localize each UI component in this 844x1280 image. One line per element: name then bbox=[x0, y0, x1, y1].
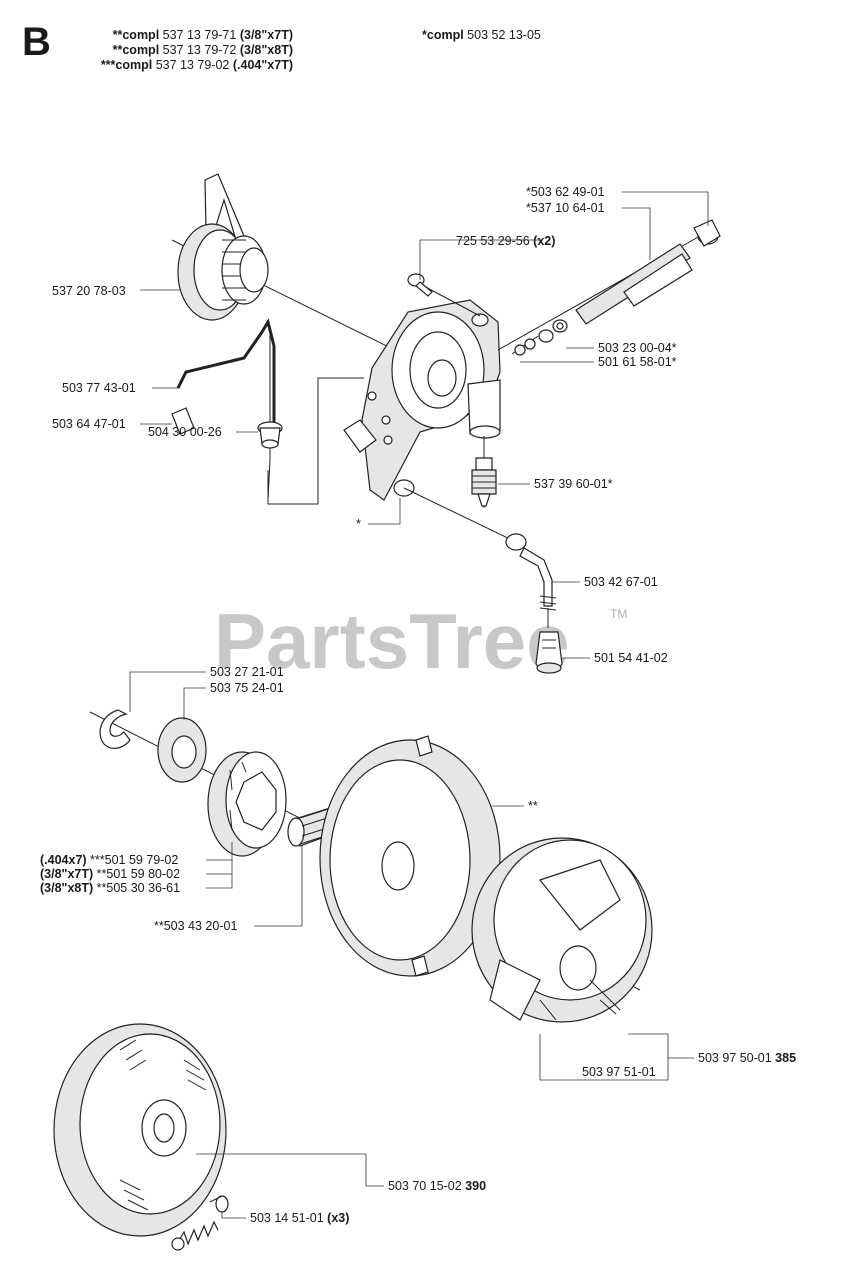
worm-gear-part bbox=[177, 173, 269, 321]
section-letter: B bbox=[22, 20, 51, 64]
callout-c24: 503 14 51-01 (x3) bbox=[250, 1211, 349, 1225]
callout-c21: 503 97 50-01 385 bbox=[698, 1051, 796, 1065]
oil-pump-body-part bbox=[343, 299, 501, 501]
watermark-tm: TM bbox=[610, 607, 627, 621]
header-line-1-number: 537 13 79-71 bbox=[162, 28, 237, 42]
clip-part bbox=[171, 407, 195, 435]
callout-c8: 503 64 47-01 bbox=[52, 417, 126, 431]
pump-shaft-part bbox=[497, 219, 721, 356]
callout-c17: (.404x7) ***501 59 79-02 bbox=[40, 853, 178, 867]
callout-c11: * bbox=[356, 517, 361, 531]
callout-c12: 503 42 67-01 bbox=[584, 575, 658, 589]
clutch-drum-part bbox=[319, 735, 501, 977]
header-compl-right: *compl 503 52 13-05 bbox=[422, 28, 541, 43]
callout-c10: 537 39 60-01* bbox=[534, 477, 613, 491]
header-compl-lines: **compl 537 13 79-71 (3/8"x7T) **compl 5… bbox=[63, 28, 293, 73]
header-line-3-number: 537 13 79-02 bbox=[155, 58, 230, 72]
watermark-text: PartsTree bbox=[214, 597, 570, 685]
clutch-part bbox=[471, 837, 653, 1023]
adjust-screw-part bbox=[471, 436, 497, 508]
header-line-1-variant: (3/8"x7T) bbox=[239, 28, 293, 42]
clutch-assembly-390-part bbox=[53, 1023, 227, 1237]
wire-spring-part bbox=[176, 318, 276, 501]
callout-c6: 501 61 58-01* bbox=[598, 355, 677, 369]
callout-c1: *503 62 49-01 bbox=[526, 185, 605, 199]
washer-part bbox=[157, 717, 207, 783]
bracket-line bbox=[267, 377, 364, 505]
callout-c5: 503 23 00-04* bbox=[598, 341, 677, 355]
header-right-number: 503 52 13-05 bbox=[467, 28, 541, 42]
header-line-1: **compl 537 13 79-71 (3/8"x7T) bbox=[63, 28, 293, 43]
leader-lines bbox=[129, 191, 709, 1219]
header-right-prefix: *compl bbox=[422, 28, 464, 42]
header-line-1-prefix: **compl bbox=[112, 28, 160, 42]
header-line-2-prefix: **compl bbox=[112, 43, 160, 57]
header-line-3: ***compl 537 13 79-02 (.404"x7T) bbox=[63, 58, 293, 73]
callout-c15: 503 75 24-01 bbox=[210, 681, 284, 695]
callout-c13: 501 54 41-02 bbox=[594, 651, 668, 665]
header-line-3-variant: (.404"x7T) bbox=[232, 58, 293, 72]
callout-c7: 503 77 43-01 bbox=[62, 381, 136, 395]
callout-c19: (3/8"x8T) **505 30 36-61 bbox=[40, 881, 180, 895]
callout-c23: 503 70 15-02 390 bbox=[388, 1179, 486, 1193]
callout-c9: 504 30 00-26 bbox=[148, 425, 222, 439]
lock-washer-part bbox=[99, 709, 131, 749]
callout-c14: 503 27 21-01 bbox=[210, 665, 284, 679]
header-line-2-variant: (3/8"x8T) bbox=[239, 43, 293, 57]
callout-c4: 537 20 78-03 bbox=[52, 284, 126, 298]
oil-hose-part bbox=[403, 487, 557, 628]
rim-sprocket-part bbox=[207, 751, 287, 857]
callout-c22: 503 97 51-01 bbox=[582, 1065, 656, 1079]
header-line-3-prefix: ***compl bbox=[100, 58, 153, 72]
callout-c2: *537 10 64-01 bbox=[526, 201, 605, 215]
callout-c20: **503 43 20-01 bbox=[154, 919, 237, 933]
plug-part bbox=[257, 421, 283, 449]
clutch-spring-part bbox=[171, 1195, 229, 1251]
header-line-2: **compl 537 13 79-72 (3/8"x8T) bbox=[63, 43, 293, 58]
header-line-2-number: 537 13 79-72 bbox=[162, 43, 237, 57]
callout-c16: ** bbox=[528, 799, 538, 813]
callout-c3: 725 53 29-56 (x2) bbox=[456, 234, 555, 248]
oil-filter-part bbox=[535, 631, 563, 674]
callout-c18: (3/8"x7T) **501 59 80-02 bbox=[40, 867, 180, 881]
